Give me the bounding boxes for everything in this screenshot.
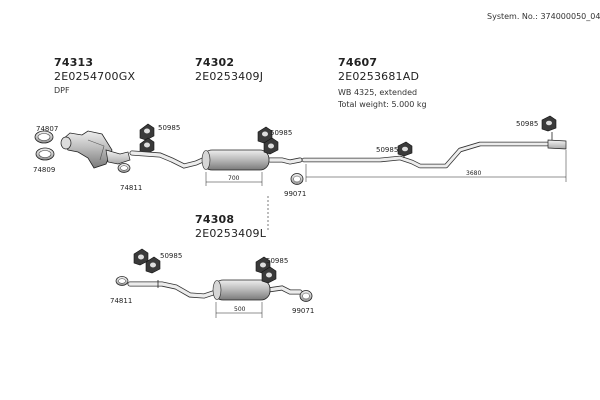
rubber-mount-50985-f-icon <box>255 256 277 284</box>
label-50985-a: 50985 <box>158 124 180 132</box>
part-code-74308: 2E0253409L <box>195 227 267 240</box>
label-50985-f: 50985 <box>266 257 288 265</box>
dpf-74313-icon <box>60 130 131 169</box>
part-number-74313: 74313 <box>54 56 94 69</box>
label-74809: 74809 <box>33 166 55 174</box>
label-74811-top: 74811 <box>120 184 142 192</box>
label-99071-bottom: 99071 <box>292 307 314 315</box>
tailpipe-74607-icon <box>301 132 567 169</box>
label-50985-c: 50985 <box>376 146 398 154</box>
label-99071-top: 99071 <box>284 190 306 198</box>
label-50985-b: 50985 <box>270 129 292 137</box>
part-code-74302: 2E0253409J <box>195 70 264 83</box>
system-number: System. No.: 374000050_04 <box>487 12 600 21</box>
part-code-74313: 2E0254700GX <box>54 70 136 83</box>
dimension-3680-label: 3680 <box>466 170 481 177</box>
rubber-mount-50985-d-icon <box>541 115 557 132</box>
label-74811-bottom: 74811 <box>110 297 132 305</box>
clamp-74807-icon <box>34 130 54 144</box>
part-note-dpf: DPF <box>54 86 70 95</box>
dimension-3680 <box>305 150 567 182</box>
clamp-74811-top-icon <box>117 163 131 173</box>
part-code-74607: 2E0253681AD <box>338 70 420 83</box>
label-74807: 74807 <box>36 125 58 133</box>
rubber-mount-50985-e-icon <box>133 248 161 274</box>
dimension-700-label: 700 <box>228 175 240 182</box>
clamp-99071-top-icon <box>290 173 304 185</box>
label-50985-e: 50985 <box>160 252 182 260</box>
clamp-74811-bottom-icon <box>115 276 129 286</box>
part-note-weight: Total weight: 5.000 kg <box>338 100 427 109</box>
dimension-500 <box>215 302 263 318</box>
rubber-mount-50985-a-icon <box>139 123 155 155</box>
rubber-mount-50985-c-icon <box>397 141 413 157</box>
pipe-74302-icon <box>129 149 303 171</box>
clamp-99071-bottom-icon <box>299 290 313 302</box>
clamp-74809-icon <box>35 147 55 161</box>
dimension-700 <box>205 172 263 186</box>
part-note-wb: WB 4325, extended <box>338 88 418 97</box>
part-number-74308: 74308 <box>195 213 235 226</box>
rubber-mount-50985-b-icon <box>257 126 279 155</box>
dimension-500-label: 500 <box>234 306 246 313</box>
part-number-74607: 74607 <box>338 56 378 69</box>
part-number-74302: 74302 <box>195 56 235 69</box>
label-50985-d: 50985 <box>516 120 538 128</box>
pipe-74308-icon <box>127 279 303 301</box>
